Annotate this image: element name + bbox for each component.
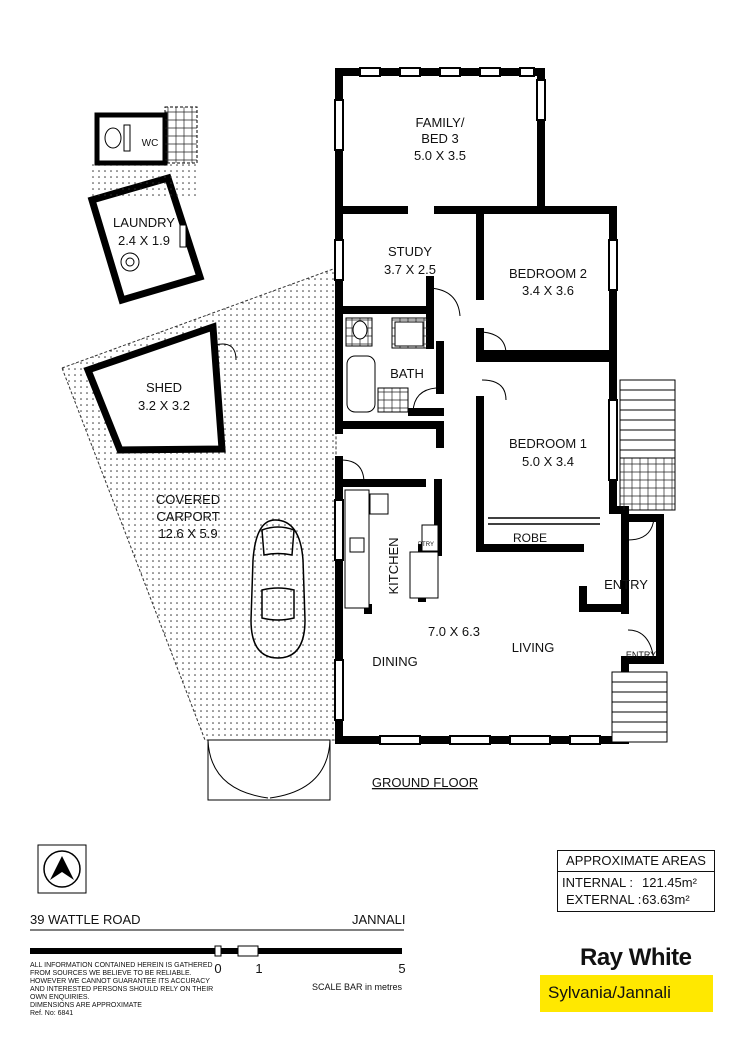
entry-small-label: ENTRY: [626, 650, 656, 660]
carport-label-1: COVERED: [156, 492, 220, 507]
bedroom1-dim: 5.0 X 3.4: [522, 454, 574, 469]
study-label: STUDY: [388, 244, 432, 259]
shed-dim: 3.2 X 3.2: [138, 398, 190, 413]
disclaimer-line: HOWEVER WE CANNOT GUARANTEE ITS ACCURACY: [30, 978, 210, 985]
car-icon: [250, 519, 306, 659]
family-label-2: BED 3: [421, 131, 459, 146]
bedroom2-label: BEDROOM 2: [509, 266, 587, 281]
study-dim: 3.7 X 2.5: [384, 262, 436, 277]
family-label: FAMILY/: [416, 115, 465, 130]
windows: [334, 67, 618, 745]
scale-bar: [30, 945, 402, 957]
kitchen-bench: [344, 489, 439, 609]
brand-office-band: Sylvania/Jannali: [540, 975, 713, 1012]
laundry-dim: 2.4 X 1.9: [118, 233, 170, 248]
kitchen-label: KITCHEN: [386, 537, 401, 594]
laundry-label: LAUNDRY: [113, 215, 175, 230]
shed-label: SHED: [146, 380, 182, 395]
disclaimer-line: FROM SOURCES WE BELIEVE TO BE RELIABLE.: [30, 970, 192, 977]
laundry-outbuilding: [87, 106, 205, 305]
internal-value: 121.45m²: [642, 875, 697, 890]
scale-caption: SCALE BAR in metres: [312, 982, 403, 992]
disclaimer-line: AND INTERESTED PERSONS SHOULD RELY ON TH…: [30, 986, 214, 993]
disclaimer-line: Ref. No: 6841: [30, 1010, 74, 1017]
living-dim: 7.0 X 6.3: [428, 624, 480, 639]
disclaimer-line: DIMENSIONS ARE APPROXIMATE: [30, 1002, 142, 1009]
bath-fixtures: [345, 317, 429, 413]
suburb: JANNALI: [352, 912, 406, 927]
disclaimer-line: OWN ENQUIRIES.: [30, 994, 90, 1001]
scale-tick-0: 0: [214, 961, 221, 976]
address: 39 WATTLE ROAD: [30, 912, 141, 927]
living-label: LIVING: [512, 640, 555, 655]
disclaimer: ALL INFORMATION CONTAINED HEREIN IS GATH…: [30, 962, 220, 1018]
carport-label-2: CARPORT: [156, 509, 219, 524]
bedroom2-dim: 3.4 X 3.6: [522, 283, 574, 298]
north-arrow-icon: [37, 844, 87, 894]
dining-label: DINING: [372, 654, 418, 669]
robe: [488, 517, 600, 525]
robe-label: ROBE: [513, 531, 547, 545]
external-value: 63.63m²: [642, 892, 690, 907]
family-dim: 5.0 X 3.5: [414, 148, 466, 163]
scale-tick-1: 1: [255, 961, 262, 976]
brand-office: Sylvania/Jannali: [548, 983, 671, 1002]
shed-room: [83, 322, 237, 454]
entry-label: ENTRY: [604, 577, 648, 592]
brand-name: Ray White: [580, 944, 692, 971]
disclaimer-line: ALL INFORMATION CONTAINED HEREIN IS GATH…: [30, 962, 213, 969]
carport-gates: [207, 739, 331, 801]
areas-box: APPROXIMATE AREAS INTERNAL : 121.45m² EX…: [557, 850, 715, 912]
doors: [340, 287, 655, 661]
bath-label: BATH: [390, 366, 424, 381]
stairs: [611, 379, 676, 743]
internal-label: INTERNAL :: [562, 875, 634, 890]
wc-label: WC: [142, 138, 159, 149]
external-label: EXTERNAL :: [566, 892, 642, 907]
areas-title: APPROXIMATE AREAS: [558, 851, 714, 872]
floor-label: GROUND FLOOR: [372, 775, 478, 790]
bedroom1-label: BEDROOM 1: [509, 436, 587, 451]
pantry-label: PTRY: [418, 542, 434, 548]
carport-dim: 12.6 X 5.9: [158, 526, 217, 541]
scale-tick-5: 5: [398, 961, 405, 976]
